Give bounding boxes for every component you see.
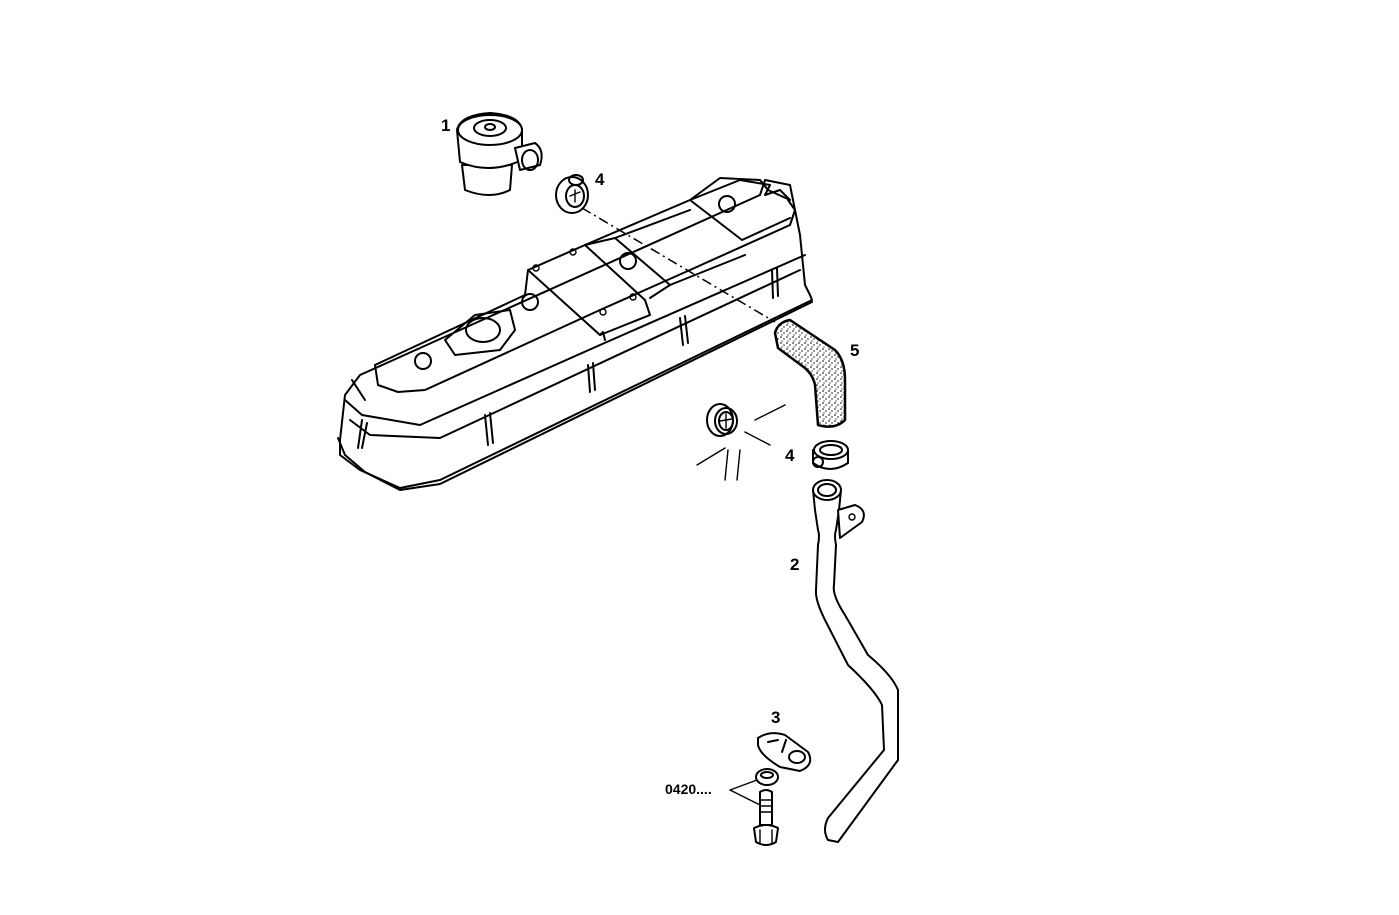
valve-cover [337,177,813,491]
assembly-centerline [581,207,776,323]
callout-4-middle: 4 [785,446,795,465]
callout-0420: 0420.... [665,781,712,797]
breather-cap [456,112,543,196]
callout-4-top: 4 [595,170,605,189]
hose-clamp-middle [812,440,849,470]
callout-1: 1 [441,116,451,135]
washer-and-bolt [729,768,779,846]
callout-2: 2 [790,555,800,574]
retaining-clip [757,732,812,772]
rubber-hose [773,318,847,428]
grommet [696,403,786,481]
dipstick-tube [812,479,899,843]
callout-3: 3 [771,708,781,727]
hose-clamp-top [555,174,589,214]
callout-5: 5 [850,341,860,360]
